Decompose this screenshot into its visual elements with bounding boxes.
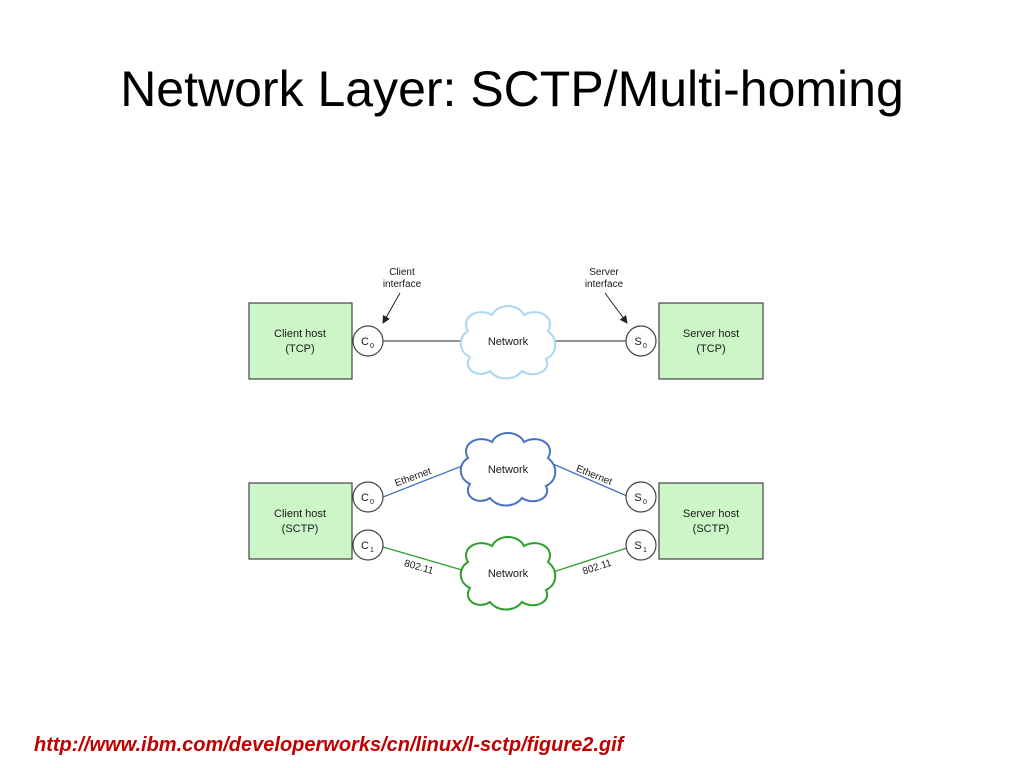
- tcp-server-host-protocol: (TCP): [696, 343, 725, 355]
- client-interface-arrow: [382, 292, 401, 324]
- ethernet-link-right: [552, 463, 628, 497]
- sctp-server-host-label: Server host: [683, 508, 739, 520]
- sctp-server-node-s0-letter: S: [634, 492, 641, 504]
- ethernet-network-cloud: Network: [459, 432, 557, 507]
- sctp-client-node-c0: [352, 481, 384, 513]
- tcp-client-host-box: [248, 302, 353, 380]
- slide-title: Network Layer: SCTP/Multi-homing: [120, 61, 904, 117]
- sctp-client-host-label: Client host: [274, 508, 326, 520]
- sctp-client-node-c1-letter: C: [361, 540, 369, 552]
- tcp-server-node-sub: 0: [643, 343, 647, 350]
- tcp-client-interface-node: [352, 325, 384, 357]
- ethernet-network-label: Network: [488, 464, 529, 476]
- server-interface-label: Server: [589, 267, 619, 278]
- sctp-client-node-c0-letter: C: [361, 492, 369, 504]
- client-interface-label: Client: [389, 267, 415, 278]
- sctp-client-node-c1-sub: 1: [370, 547, 374, 554]
- client-interface-label-line2: interface: [383, 279, 422, 290]
- sctp-client-host-box: [248, 482, 353, 560]
- tcp-client-host-protocol: (TCP): [285, 343, 314, 355]
- tcp-client-host-label: Client host: [274, 328, 326, 340]
- wifi-link-left: [382, 546, 463, 571]
- server-interface-label-line2: interface: [585, 279, 624, 290]
- sctp-server-node-s1-sub: 1: [643, 547, 647, 554]
- tcp-client-node-letter: C: [361, 336, 369, 348]
- sctp-client-node-c0-sub: 0: [370, 499, 374, 506]
- tcp-diagram: Client interface Server interface Client…: [248, 267, 764, 380]
- sctp-server-node-s1-letter: S: [634, 540, 641, 552]
- tcp-network-cloud: Network: [459, 305, 557, 380]
- tcp-network-label: Network: [488, 336, 529, 348]
- tcp-server-host-box: [658, 302, 764, 380]
- wifi-network-label: Network: [488, 568, 529, 580]
- sctp-server-host-protocol: (SCTP): [693, 523, 730, 535]
- wifi-network-cloud: Network: [459, 536, 557, 611]
- sctp-client-host-protocol: (SCTP): [282, 523, 319, 535]
- tcp-server-interface-node: [625, 325, 657, 357]
- sctp-client-node-c1: [352, 529, 384, 561]
- tcp-server-node-letter: S: [634, 336, 641, 348]
- sctp-diagram: Ethernet Ethernet 802.11 802.11 Client h…: [248, 432, 764, 611]
- tcp-server-host-label: Server host: [683, 328, 739, 340]
- sctp-server-node-s1: [625, 529, 657, 561]
- server-interface-arrow: [604, 292, 628, 324]
- ethernet-label-right: Ethernet: [574, 464, 613, 488]
- wifi-link-right: [552, 547, 628, 573]
- sctp-server-host-box: [658, 482, 764, 560]
- tcp-client-node-sub: 0: [370, 343, 374, 350]
- source-url-link[interactable]: http://www.ibm.com/developerworks/cn/lin…: [34, 734, 624, 756]
- sctp-server-node-s0-sub: 0: [643, 499, 647, 506]
- ethernet-link-left: [382, 465, 463, 498]
- sctp-server-node-s0: [625, 481, 657, 513]
